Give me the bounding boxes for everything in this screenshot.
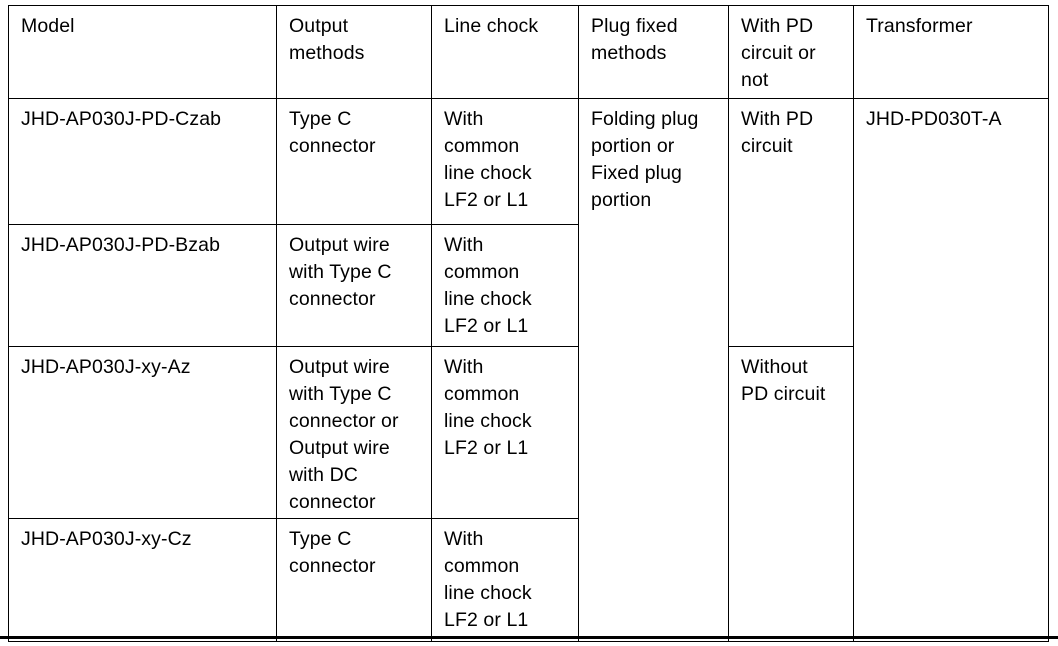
cell-output-methods: Output wire with Type C connector or Out… (276, 346, 432, 519)
table-row: JHD-AP030J-PD-Bzab Output wire with Type… (8, 224, 1049, 347)
table-row: JHD-AP030J-xy-Cz Type C connector With c… (8, 518, 1049, 642)
column-header-pd-circuit: With PD circuit or not (728, 5, 854, 99)
column-header-transformer: Transformer (853, 5, 1049, 99)
cell-output-methods: Output wire with Type C connector (276, 224, 432, 347)
cell-output-methods-value: Type C connector (289, 528, 376, 577)
cell-model-value: JHD-AP030J-xy-Cz (21, 528, 192, 550)
cell-plug-fixed-methods-value: Folding plug portion or Fixed plug porti… (591, 108, 699, 211)
table-row: JHD-AP030J-xy-Az Output wire with Type C… (8, 346, 1049, 642)
cell-model: JHD-AP030J-xy-Az (8, 346, 277, 519)
cell-model: JHD-AP030J-PD-Czab (8, 98, 277, 225)
model-specification-table: Model Output methods Line chock Plug fix… (8, 5, 1049, 642)
cell-output-methods-value: Output wire with Type C connector (289, 234, 392, 310)
column-header-line-chock: Line chock (431, 5, 579, 99)
column-header-model-label: Model (21, 15, 75, 37)
cell-pd-circuit-with-merged: With PD circuit (728, 98, 854, 347)
cell-pd-circuit-with-value: With PD circuit (741, 108, 814, 157)
cell-model: JHD-AP030J-xy-Cz (8, 518, 277, 642)
cell-output-methods: Type C connector (276, 98, 432, 225)
column-header-pd-circuit-label: With PD circuit or not (741, 15, 816, 91)
column-header-output-methods: Output methods (276, 5, 432, 99)
cell-pd-circuit-without-value: Without PD circuit (741, 356, 826, 405)
column-header-model: Model (8, 5, 277, 99)
cell-transformer-value: JHD-PD030T-A (866, 108, 1002, 130)
cell-output-methods-value: Type C connector (289, 108, 376, 157)
cell-model: JHD-AP030J-PD-Bzab (8, 224, 277, 347)
cell-line-chock-value: With common line chock LF2 or L1 (444, 108, 532, 211)
cell-line-chock: With common line chock LF2 or L1 (431, 518, 579, 642)
cell-line-chock: With common line chock LF2 or L1 (431, 346, 579, 519)
column-header-output-methods-label: Output methods (289, 15, 365, 64)
cell-model-value: JHD-AP030J-xy-Az (21, 356, 191, 378)
column-header-plug-fixed-methods: Plug fixed methods (578, 5, 729, 99)
cell-line-chock-value: With common line chock LF2 or L1 (444, 356, 532, 459)
column-header-transformer-label: Transformer (866, 15, 973, 37)
column-header-line-chock-label: Line chock (444, 15, 539, 37)
cell-output-methods: Type C connector (276, 518, 432, 642)
table-row: JHD-AP030J-PD-Czab Type C connector With… (8, 98, 1049, 642)
cell-pd-circuit-without-merged: Without PD circuit (728, 346, 854, 642)
cell-model-value: JHD-AP030J-PD-Czab (21, 108, 222, 130)
cell-output-methods-value: Output wire with Type C connector or Out… (289, 356, 399, 513)
cell-line-chock: With common line chock LF2 or L1 (431, 224, 579, 347)
cell-line-chock-value: With common line chock LF2 or L1 (444, 528, 532, 631)
cell-line-chock: With common line chock LF2 or L1 (431, 98, 579, 225)
cell-model-value: JHD-AP030J-PD-Bzab (21, 234, 221, 256)
column-header-plug-fixed-methods-label: Plug fixed methods (591, 15, 678, 64)
cell-line-chock-value: With common line chock LF2 or L1 (444, 234, 532, 337)
page-bottom-rule (0, 636, 1058, 639)
table-header-row: Model Output methods Line chock Plug fix… (8, 5, 1049, 99)
cell-transformer-merged: JHD-PD030T-A (853, 98, 1049, 642)
cell-plug-fixed-methods-merged: Folding plug portion or Fixed plug porti… (578, 98, 729, 642)
